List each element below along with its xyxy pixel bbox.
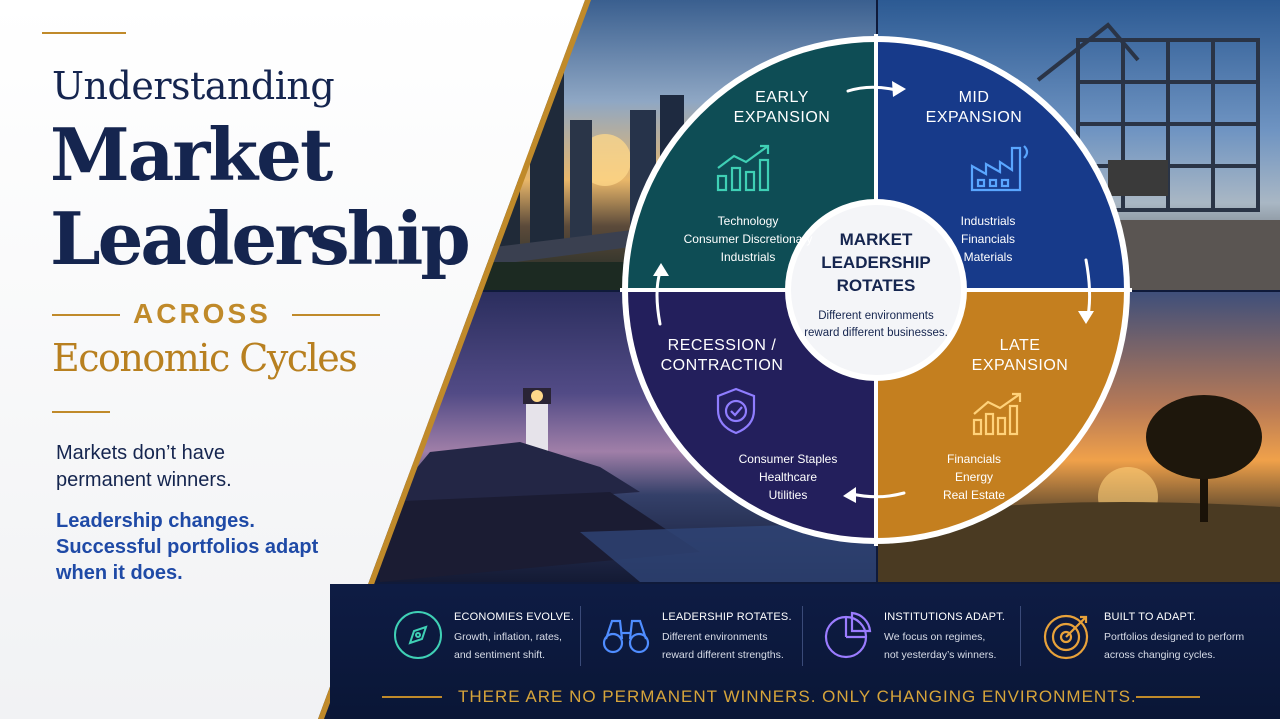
sector-item: Materials: [963, 250, 1013, 264]
feature-institutions-adapt: INSTITUTIONS ADAPT. We focus on regimes,…: [822, 609, 1022, 669]
compass-icon: [392, 609, 444, 661]
recession-title: RECESSION / CONTRACTION: [622, 336, 822, 376]
feature-leadership-rotates: LEADERSHIP ROTATES. Different environmen…: [600, 609, 800, 669]
feature-title: INSTITUTIONS ADAPT.: [884, 611, 1006, 623]
feature-divider: [580, 606, 581, 666]
gold-rule-top: [42, 32, 126, 34]
title-across: ACROSS: [133, 298, 271, 329]
recession-sectors: Consumer Staples Healthcare Utilities: [688, 450, 888, 504]
title-economic-cycles: Economic Cycles: [52, 336, 358, 380]
sector-item: Industrials: [960, 214, 1016, 228]
feature-divider: [802, 606, 803, 666]
sector-item: Financials: [960, 232, 1016, 246]
feature-title: ECONOMIES EVOLVE.: [454, 611, 574, 623]
late-title-b: EXPANSION: [971, 357, 1069, 374]
lead-text-permanent-winners: Markets don’t have permanent winners.: [56, 442, 232, 491]
late-expansion-title: LATE EXPANSION: [920, 336, 1120, 376]
feature-economies-evolve: ECONOMIES EVOLVE. Growth, inflation, rat…: [392, 609, 592, 669]
mid-title-a: MID: [958, 89, 990, 106]
recession-title-b: CONTRACTION: [660, 357, 784, 374]
feature-line: not yesterday’s winners.: [884, 649, 997, 661]
sector-item: Utilities: [768, 488, 808, 502]
center-circle: [785, 199, 967, 381]
mid-expansion-sectors: Industrials Financials Materials: [888, 212, 1088, 266]
late-expansion-sectors: Financials Energy Real Estate: [874, 450, 1074, 504]
arrow-early-to-mid: [846, 85, 898, 93]
recession-title-a: RECESSION /: [667, 337, 777, 354]
early-title-b: EXPANSION: [733, 109, 831, 126]
early-title-a: EARLY: [755, 89, 809, 106]
title-understanding: Understanding: [52, 64, 335, 108]
arrow-late-to-recession: [850, 491, 906, 499]
sector-item: Healthcare: [758, 470, 818, 484]
sector-item: Financials: [946, 452, 1002, 466]
center-subtitle: Different environments reward different …: [804, 310, 948, 339]
bottom-feature-band: ECONOMIES EVOLVE. Growth, inflation, rat…: [330, 584, 1280, 719]
title-market: Market: [50, 112, 333, 197]
late-title-a: LATE: [999, 337, 1041, 354]
feature-title: BUILT TO ADAPT.: [1104, 611, 1197, 623]
sector-item: Energy: [954, 470, 994, 484]
market-cycle-wheel: EARLY EXPANSION Technology Consumer Disc…: [620, 34, 1132, 546]
lead-text-leadership-changes: Leadership changes. Successful portfolio…: [56, 510, 319, 584]
title-leadership: Leadership: [50, 196, 471, 281]
feature-line: across changing cycles.: [1104, 649, 1216, 661]
feature-line: Different environments: [662, 631, 768, 643]
tagline: THERE ARE NO PERMANENT WINNERS. ONLY CHA…: [458, 687, 1137, 706]
sector-item: Real Estate: [942, 488, 1006, 502]
feature-line: Growth, inflation, rates,: [454, 631, 562, 643]
gold-rule-bottom: [52, 411, 110, 413]
center-title: MARKET LEADERSHIP ROTATES: [821, 230, 931, 295]
feature-line: reward different strengths.: [662, 649, 784, 661]
tagline-rule-left: [382, 696, 442, 698]
feature-line: Portfolios designed to perform: [1104, 631, 1245, 643]
mid-expansion-title: MID EXPANSION: [874, 88, 1074, 128]
sector-item: Consumer Discretionary: [683, 232, 813, 246]
early-expansion-sectors: Technology Consumer Discretionary Indust…: [648, 212, 848, 266]
tagline-rule-right: [1136, 696, 1200, 698]
sector-item: Technology: [717, 214, 779, 228]
feature-divider: [1020, 606, 1021, 666]
binoculars-icon: [600, 609, 652, 661]
pie-chart-icon: [822, 609, 874, 661]
feature-title: LEADERSHIP ROTATES.: [662, 611, 792, 623]
sector-item: Consumer Staples: [738, 452, 838, 466]
feature-line: We focus on regimes,: [884, 631, 986, 643]
feature-built-to-adapt: BUILT TO ADAPT. Portfolios designed to p…: [1042, 609, 1272, 669]
target-icon: [1042, 609, 1094, 661]
mid-title-b: EXPANSION: [925, 109, 1023, 126]
gold-rule-right: [292, 314, 380, 316]
feature-line: and sentiment shift.: [454, 649, 546, 661]
sector-item: Industrials: [720, 250, 776, 264]
early-expansion-title: EARLY EXPANSION: [682, 88, 882, 128]
gold-rule-left: [52, 314, 120, 316]
